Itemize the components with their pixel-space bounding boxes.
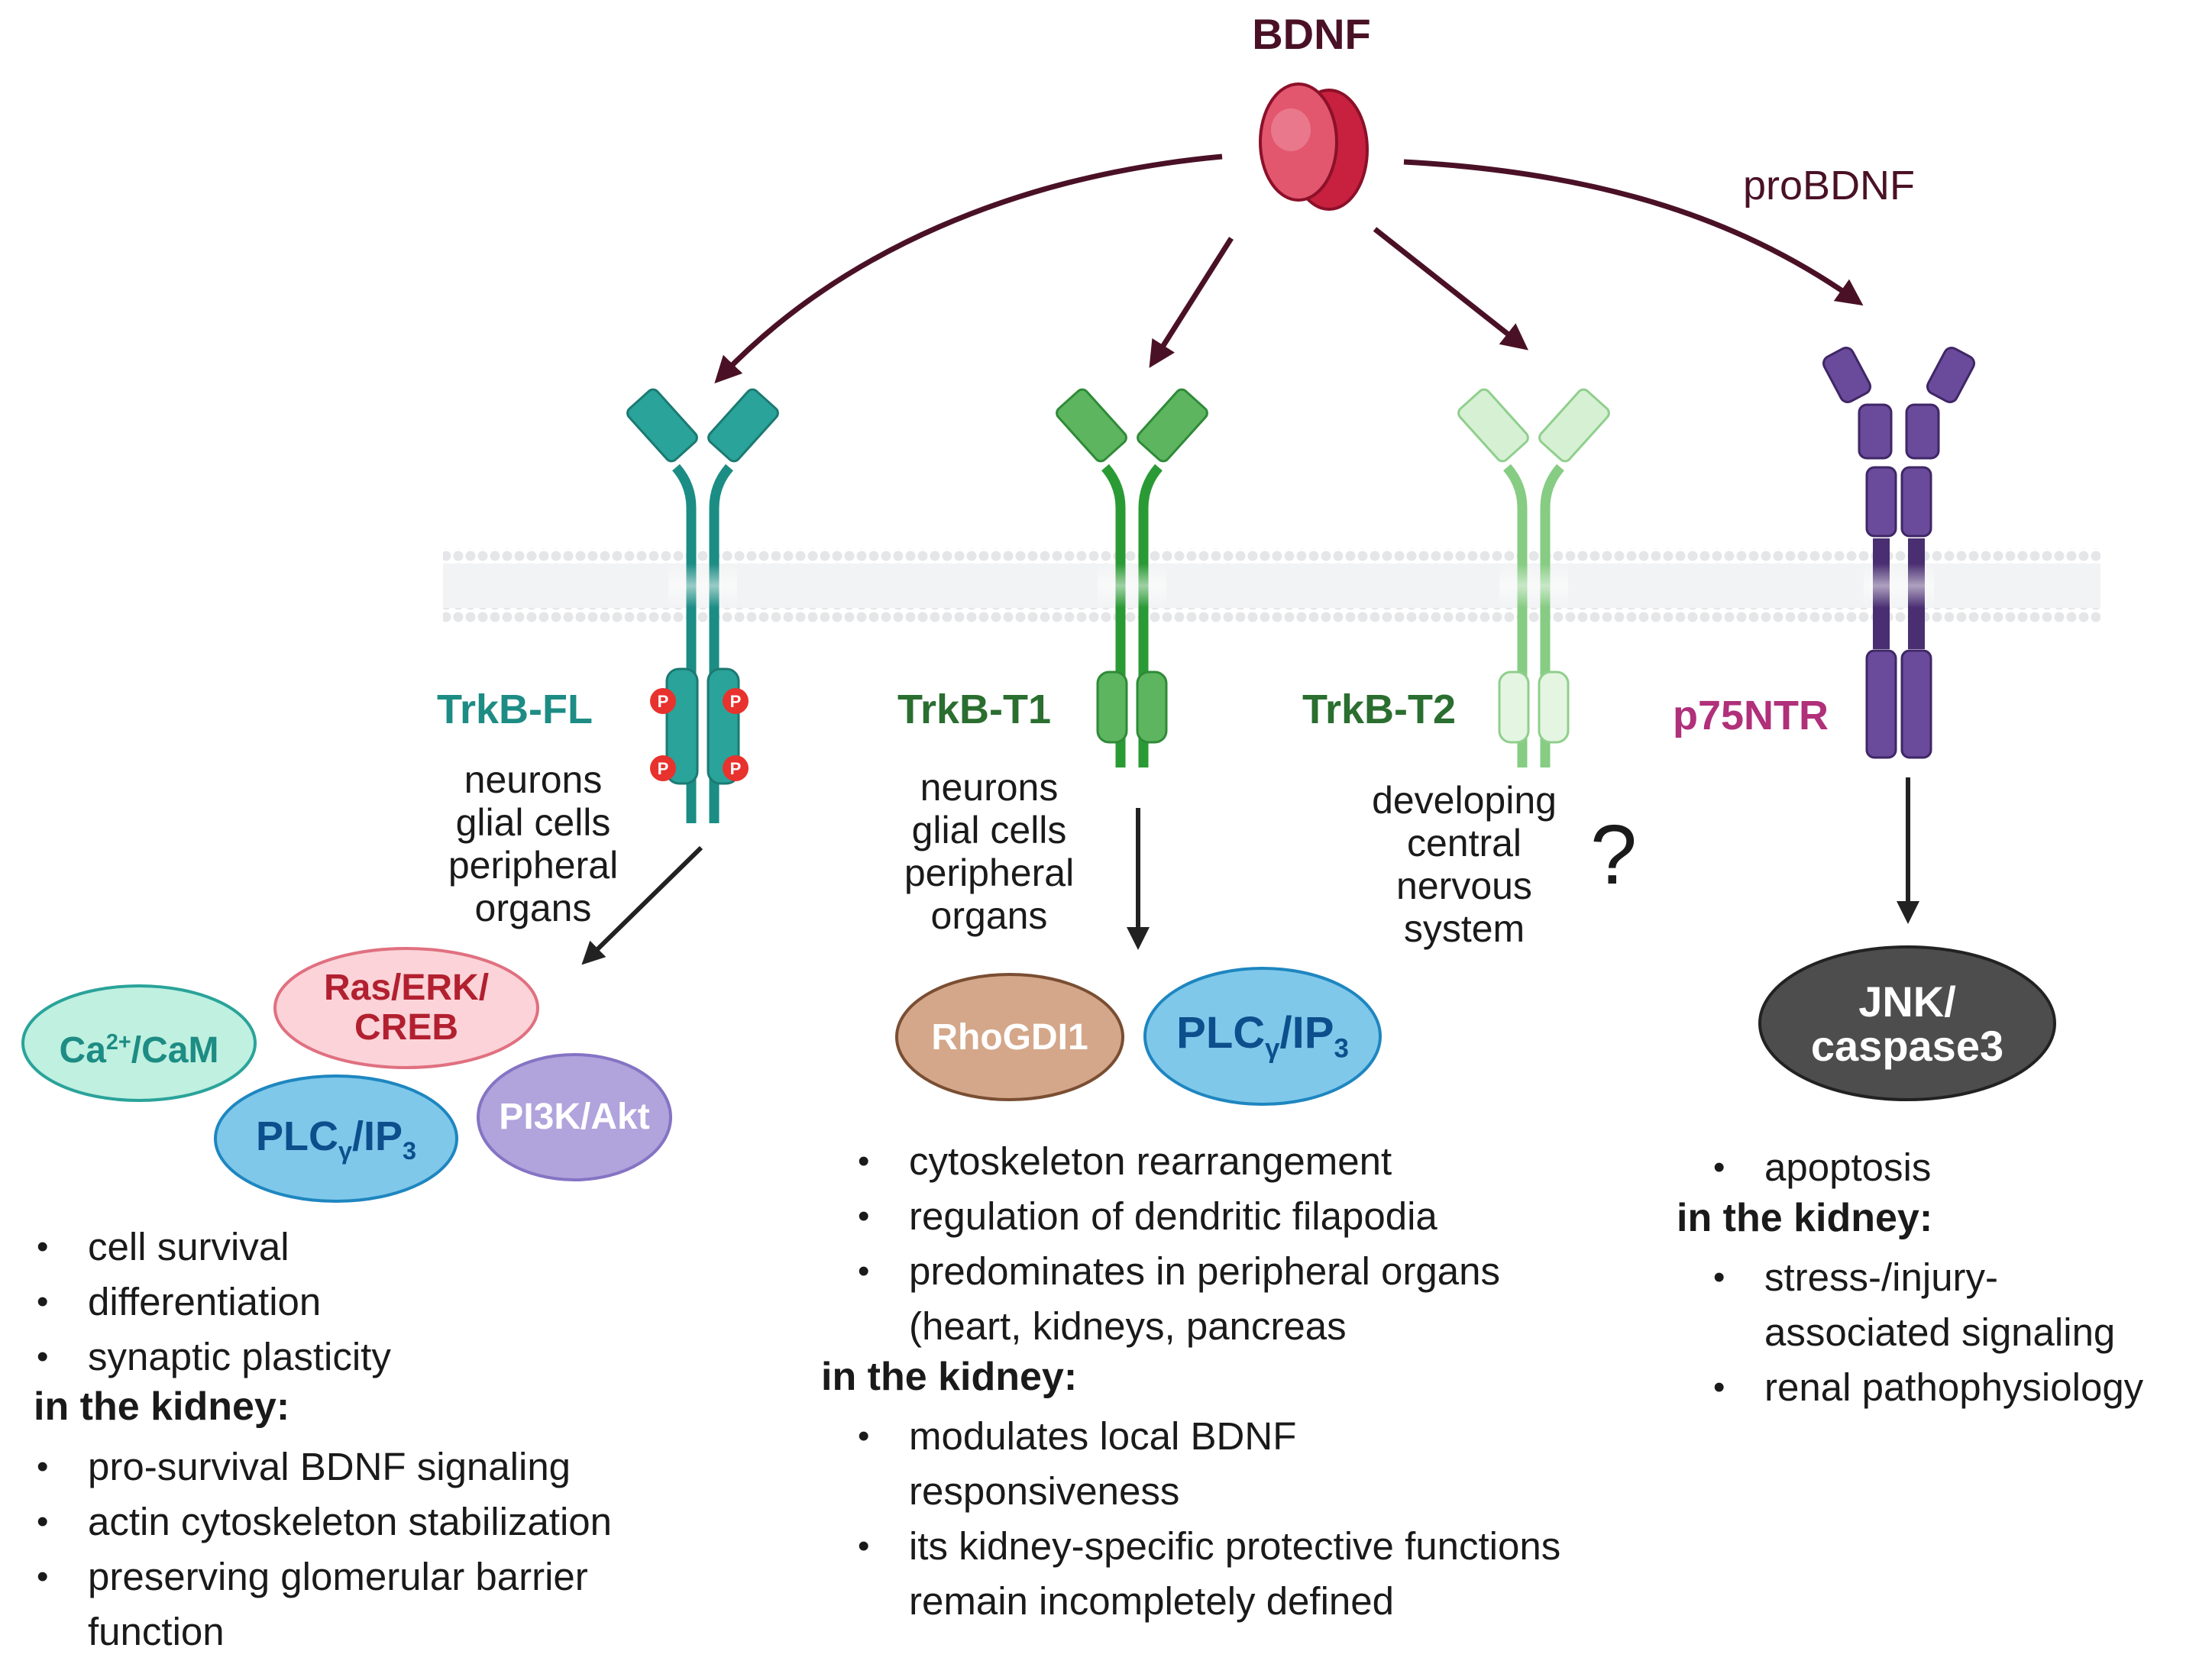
trkb-t1-kidney-list: modulates local BDNF responsiveness its … [821, 1409, 1560, 1629]
location-item: glial cells [911, 809, 1067, 851]
kidney-effect-item: preserving glomerular barrier [0, 1549, 612, 1604]
pi3k-akt-label: PI3K/Akt [499, 1097, 650, 1137]
location-item: organs [930, 894, 1048, 937]
bdnf-dimer-icon [1259, 82, 1369, 211]
location-item: developing [1372, 779, 1557, 822]
ligand-arrows [714, 153, 1864, 384]
jnk-caspase3-ellipse [1758, 945, 2056, 1101]
phospho-label: P [658, 692, 669, 711]
ca-cam-ellipse [21, 984, 257, 1102]
unknown-question-mark: ? [1590, 808, 1638, 902]
effect-item-continued: (heart, kidneys, pancreas [909, 1304, 1347, 1348]
effect-item: differentiation [0, 1275, 391, 1330]
phospho-label: P [658, 759, 669, 778]
plc-ip3-fl-label: PLCγ/IP3 [255, 1113, 417, 1165]
trkb-fl-effects-list: cell survival differentiation synaptic p… [0, 1220, 391, 1385]
kidney-effect-item: actin cytoskeleton stabilization [0, 1494, 612, 1549]
jnk-caspase3-label: JNK/caspase3 [1810, 977, 2004, 1070]
arrow-to-p75ntr [1403, 159, 1864, 306]
phosphate-icons: P P P P [650, 688, 749, 781]
effect-item: synaptic plasticity [0, 1330, 391, 1385]
kidney-effect-item-continued: responsiveness [909, 1469, 1180, 1513]
location-item: neurons [464, 758, 603, 801]
ca-cam-label: Ca2+/CaM [59, 1030, 219, 1071]
plc-ip3-fl-ellipse [214, 1074, 458, 1203]
arrow-to-trkb-fl [714, 153, 1223, 384]
plc-ip3-t1-ellipse [1143, 967, 1382, 1106]
location-item: glial cells [455, 801, 611, 844]
phospho-label: P [730, 692, 742, 711]
rhogdi1-label: RhoGDI1 [931, 1017, 1088, 1058]
effect-item: cell survival [0, 1220, 391, 1275]
effect-item: cytoskeleton rearrangement [821, 1134, 1500, 1189]
kidney-effect-item: pro-survival BDNF signaling [0, 1440, 612, 1494]
trkb-fl-receptor-icon [626, 388, 779, 823]
trkb-t2-label: TrkB-T2 [1302, 687, 1457, 732]
location-item: system [1403, 907, 1525, 950]
trkb-t2-locations: developing central nervous system [1372, 779, 1557, 950]
trkb-fl-label: TrkB-FL [437, 687, 593, 732]
arrow-to-trkb-t1 [1149, 237, 1234, 368]
ras-erk-creb-ellipse [273, 947, 539, 1069]
kidney-effect-item-continued: function [88, 1610, 225, 1653]
p75ntr-effects-list: apoptosis [1677, 1140, 1931, 1195]
rhogdi1-ellipse [895, 973, 1124, 1101]
trkb-t2-receptor-icon [1457, 388, 1610, 767]
location-item: peripheral [448, 844, 619, 887]
phospho-label: P [730, 759, 742, 778]
location-item: neurons [920, 766, 1059, 809]
p75ntr-kidney-heading: in the kidney: [1677, 1196, 1933, 1240]
kidney-effect-item: its kidney-specific protective functions [821, 1519, 1560, 1574]
trkb-t1-kidney-heading: in the kidney: [821, 1355, 1078, 1399]
ras-erk-creb-label: Ras/ERK/CREB [323, 968, 490, 1048]
effect-item: apoptosis [1677, 1140, 1931, 1195]
trkb-t1-effects-list: cytoskeleton rearrangement regulation of… [821, 1134, 1500, 1354]
kidney-effect-item: renal pathophysiology [1677, 1360, 2143, 1415]
probdnf-label: proBDNF [1743, 163, 1916, 208]
arrow-fl-to-pathways [581, 845, 703, 965]
arrow-to-trkb-t2 [1373, 227, 1528, 351]
kidney-effect-item: stress-/injury- [1677, 1250, 2143, 1305]
effect-item: regulation of dendritic filapodia [821, 1189, 1500, 1244]
effect-item: predominates in peripheral organs [821, 1244, 1500, 1299]
trkb-fl-kidney-heading: in the kidney: [34, 1385, 290, 1429]
trkb-t1-label: TrkB-T1 [897, 687, 1052, 732]
kidney-effect-item-continued: associated signaling [1764, 1310, 2116, 1354]
signal-arrows [581, 777, 1919, 965]
bdnf-title: BDNF [1252, 10, 1371, 58]
trkb-t1-locations: neurons glial cells peripheral organs [904, 766, 1074, 937]
trkb-fl-kidney-list: pro-survival BDNF signaling actin cytosk… [0, 1440, 612, 1659]
kidney-effect-item: modulates local BDNF [821, 1409, 1560, 1464]
location-item: peripheral [904, 851, 1075, 894]
p75ntr-label: p75NTR [1673, 693, 1829, 738]
plc-ip3-t1-label: PLCγ/IP3 [1176, 1008, 1349, 1064]
trkb-t1-receptor-icon [1056, 388, 1208, 767]
kidney-effect-item-continued: remain incompletely defined [909, 1579, 1395, 1623]
location-item: organs [474, 887, 592, 929]
p75ntr-receptor-icon [1822, 347, 1976, 759]
pi3k-akt-ellipse [477, 1053, 672, 1181]
location-item: central [1406, 822, 1522, 864]
p75ntr-kidney-list: stress-/injury- associated signaling ren… [1677, 1250, 2143, 1415]
trkb-fl-locations: neurons glial cells peripheral organs [448, 758, 618, 929]
location-item: nervous [1396, 864, 1532, 907]
pathway-shapes [21, 945, 2056, 1203]
